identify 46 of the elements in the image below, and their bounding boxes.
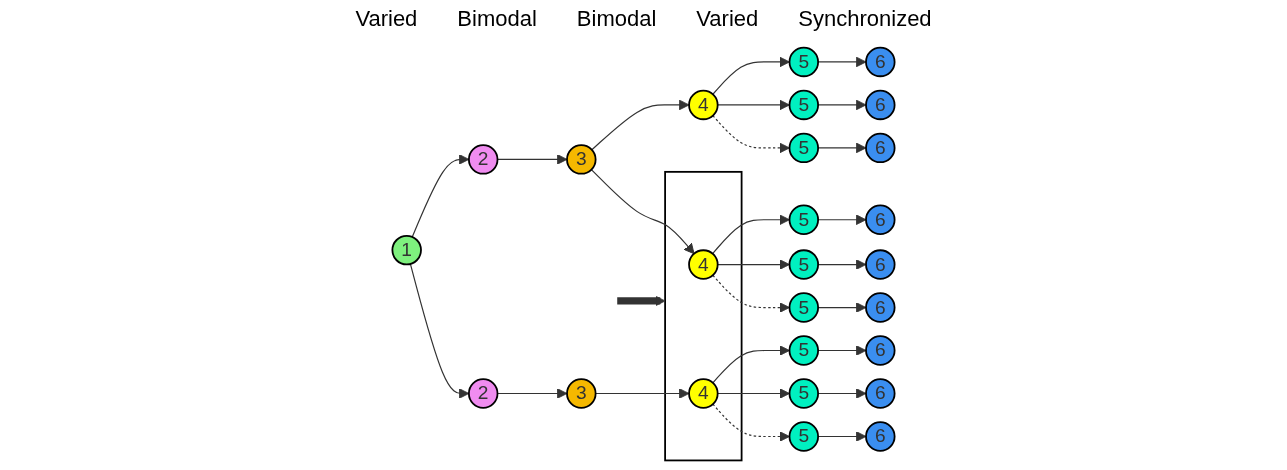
node-circle: 5 (788, 335, 819, 366)
node-circle: 6 (865, 249, 896, 280)
arrow (712, 56, 790, 95)
arrow (595, 388, 690, 399)
node-circle: 3 (566, 144, 597, 175)
arrow (590, 168, 695, 255)
arrow (409, 263, 470, 399)
cluster (664, 170, 743, 462)
arrow (712, 115, 790, 154)
node-circle: 1 (391, 234, 422, 266)
node-circle: 4 (688, 89, 719, 121)
arrow (591, 99, 690, 151)
node-circle: 2 (468, 144, 499, 175)
annotation-text: Bimodal (457, 6, 537, 32)
node-circle: 6 (865, 204, 896, 235)
arrow (717, 259, 790, 270)
arrow (712, 274, 790, 313)
node-circle: 6 (865, 292, 896, 323)
node-circle: 5 (788, 249, 819, 280)
node-circle: 6 (865, 132, 896, 164)
arrow (712, 403, 790, 442)
node-circle: 3 (566, 378, 597, 409)
arrow (712, 345, 790, 384)
node-circle: 5 (788, 204, 819, 235)
node-circle: 5 (788, 132, 819, 164)
node-circle: 5 (788, 378, 819, 409)
node-circle: 5 (788, 46, 819, 78)
node-circle: 4 (688, 249, 719, 280)
node-circle: 5 (788, 421, 819, 452)
annotation-text: Varied (355, 6, 418, 32)
arrow (712, 214, 790, 255)
node-circle: 6 (865, 89, 896, 121)
arrow (717, 388, 790, 399)
arrow (717, 99, 790, 111)
node-circle: 6 (865, 335, 896, 366)
node-circle: 6 (865, 378, 896, 409)
node-circle: 6 (865, 421, 896, 452)
node-circle: 2 (468, 378, 499, 409)
node-circle: 6 (865, 46, 896, 78)
annotation-text: Varied (696, 6, 759, 32)
node-circle: 4 (688, 378, 719, 409)
node-circle: 5 (788, 89, 819, 121)
annotation-text: Bimodal (576, 6, 657, 32)
node-circle: 5 (788, 292, 819, 323)
annotation-text: Synchronized (798, 6, 932, 32)
arrow (411, 154, 470, 238)
